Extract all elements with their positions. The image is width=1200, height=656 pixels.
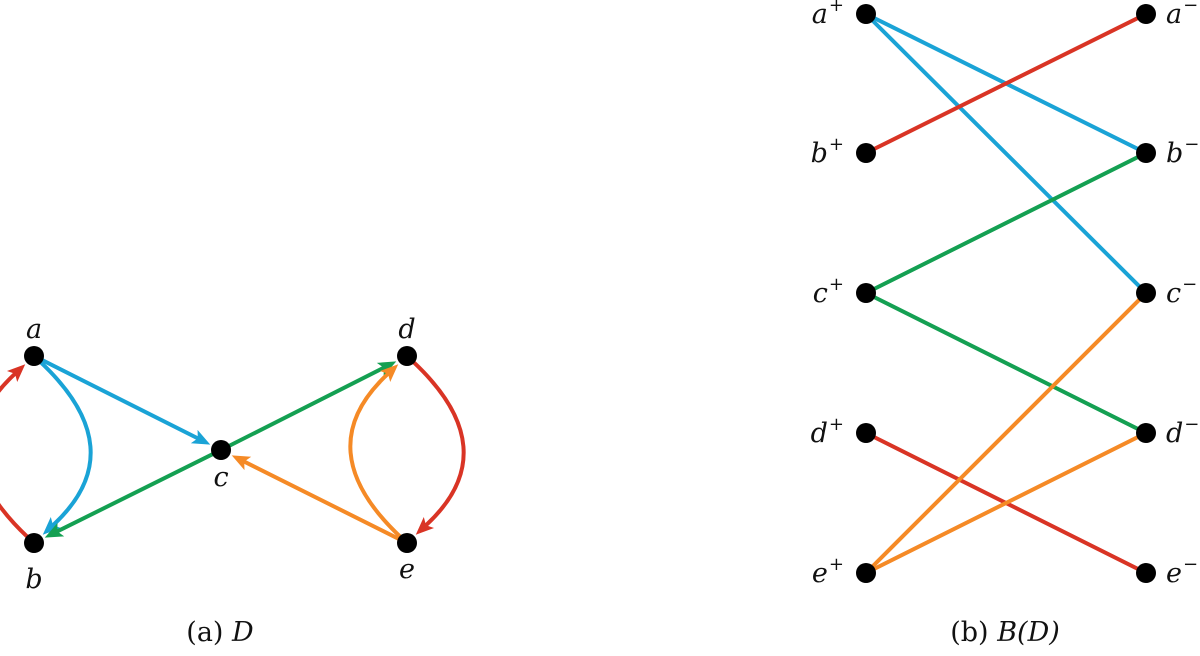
caption-b-name: B(D) — [996, 617, 1060, 648]
bipartite-graph-edges — [864, 12, 1148, 575]
arc-line — [0, 372, 31, 540]
caption-b: (b) B(D) — [950, 617, 1060, 648]
node-dot — [1136, 563, 1156, 583]
node-dot — [1136, 283, 1156, 303]
node-dot — [211, 440, 231, 460]
arrowhead — [44, 522, 65, 538]
node-dot — [24, 533, 44, 553]
arc-c-b — [44, 451, 216, 538]
node-label: a — [26, 314, 42, 345]
arrowhead — [231, 455, 252, 471]
edge-e+-c- — [864, 291, 1148, 575]
node-a: a — [24, 314, 44, 366]
arc-a-c — [39, 357, 211, 445]
node-b-plus: b+ — [811, 134, 876, 169]
arc-c-d — [226, 361, 397, 449]
node-b: b — [24, 533, 44, 595]
arrowhead — [6, 364, 26, 382]
edge-e+-d- — [864, 431, 1148, 575]
node-e-minus: e− — [1136, 554, 1198, 589]
node-dot — [856, 4, 876, 24]
bipartite-graph-nodes: a+ b+ c+ d+ e+ a− b− c− d− e− — [811, 0, 1200, 589]
node-e-plus: e+ — [812, 554, 876, 589]
node-dot — [397, 346, 417, 366]
node-label: a+ — [812, 0, 844, 30]
node-label: a− — [1166, 0, 1198, 30]
arc-a-b — [37, 359, 93, 535]
node-label: e− — [1166, 554, 1198, 589]
arc-line — [410, 359, 466, 527]
node-d: d — [397, 314, 417, 366]
node-dot — [856, 283, 876, 303]
node-b-minus: b− — [1136, 134, 1199, 169]
node-label: d− — [1166, 414, 1199, 449]
node-a-plus: a+ — [812, 0, 876, 30]
node-dot — [856, 143, 876, 163]
arc-e-d — [348, 364, 404, 540]
node-label: c− — [1166, 274, 1197, 309]
caption-a-name: D — [231, 617, 254, 648]
caption-a-prefix: (a) — [186, 617, 223, 648]
edge-c+-b- — [864, 151, 1148, 295]
arc-line — [243, 460, 402, 542]
node-label: e — [399, 554, 415, 585]
node-dot — [397, 533, 417, 553]
node-dot — [856, 423, 876, 443]
arc-line — [226, 366, 385, 449]
node-label: c+ — [813, 274, 844, 309]
edge-a+-c- — [864, 12, 1148, 295]
node-c-plus: c+ — [813, 274, 876, 309]
arc-b-a — [0, 364, 31, 540]
node-label: d — [398, 314, 415, 345]
node-dot — [856, 563, 876, 583]
node-c: c — [211, 440, 231, 493]
node-e: e — [397, 533, 417, 585]
node-label: d+ — [811, 414, 844, 449]
node-dot — [1136, 143, 1156, 163]
node-dot — [1136, 423, 1156, 443]
panel-directed-graph: a b c d e (a) D — [0, 314, 466, 648]
node-dot — [24, 346, 44, 366]
edge-b+-a- — [864, 12, 1148, 155]
node-label: b− — [1166, 134, 1199, 169]
arrowhead — [379, 364, 399, 382]
caption-b-prefix: (b) — [950, 617, 988, 648]
directed-graph-arcs — [0, 357, 466, 542]
edge-c+-d- — [864, 291, 1148, 435]
arc-line — [37, 359, 93, 527]
node-label: e+ — [812, 554, 844, 589]
directed-graph-nodes: a b c d e — [24, 314, 417, 595]
arc-line — [39, 357, 199, 440]
node-dot — [1136, 4, 1156, 24]
node-c-minus: c− — [1136, 274, 1197, 309]
node-d-plus: d+ — [811, 414, 876, 449]
node-label: c — [213, 462, 228, 493]
arc-line — [348, 372, 404, 540]
node-label: b+ — [811, 134, 844, 169]
node-a-minus: a− — [1136, 0, 1198, 30]
arrowhead — [42, 517, 62, 535]
panel-bipartite-graph: a+ b+ c+ d+ e+ a− b− c− d− e− (b) B(D) — [811, 0, 1200, 648]
arc-e-c — [231, 455, 402, 542]
caption-a: (a) D — [186, 617, 254, 648]
node-d-minus: d− — [1136, 414, 1199, 449]
arrowhead — [415, 517, 435, 535]
arc-d-e — [410, 359, 466, 535]
arrowhead — [190, 429, 211, 445]
node-label: b — [25, 564, 42, 595]
arc-line — [56, 451, 216, 533]
